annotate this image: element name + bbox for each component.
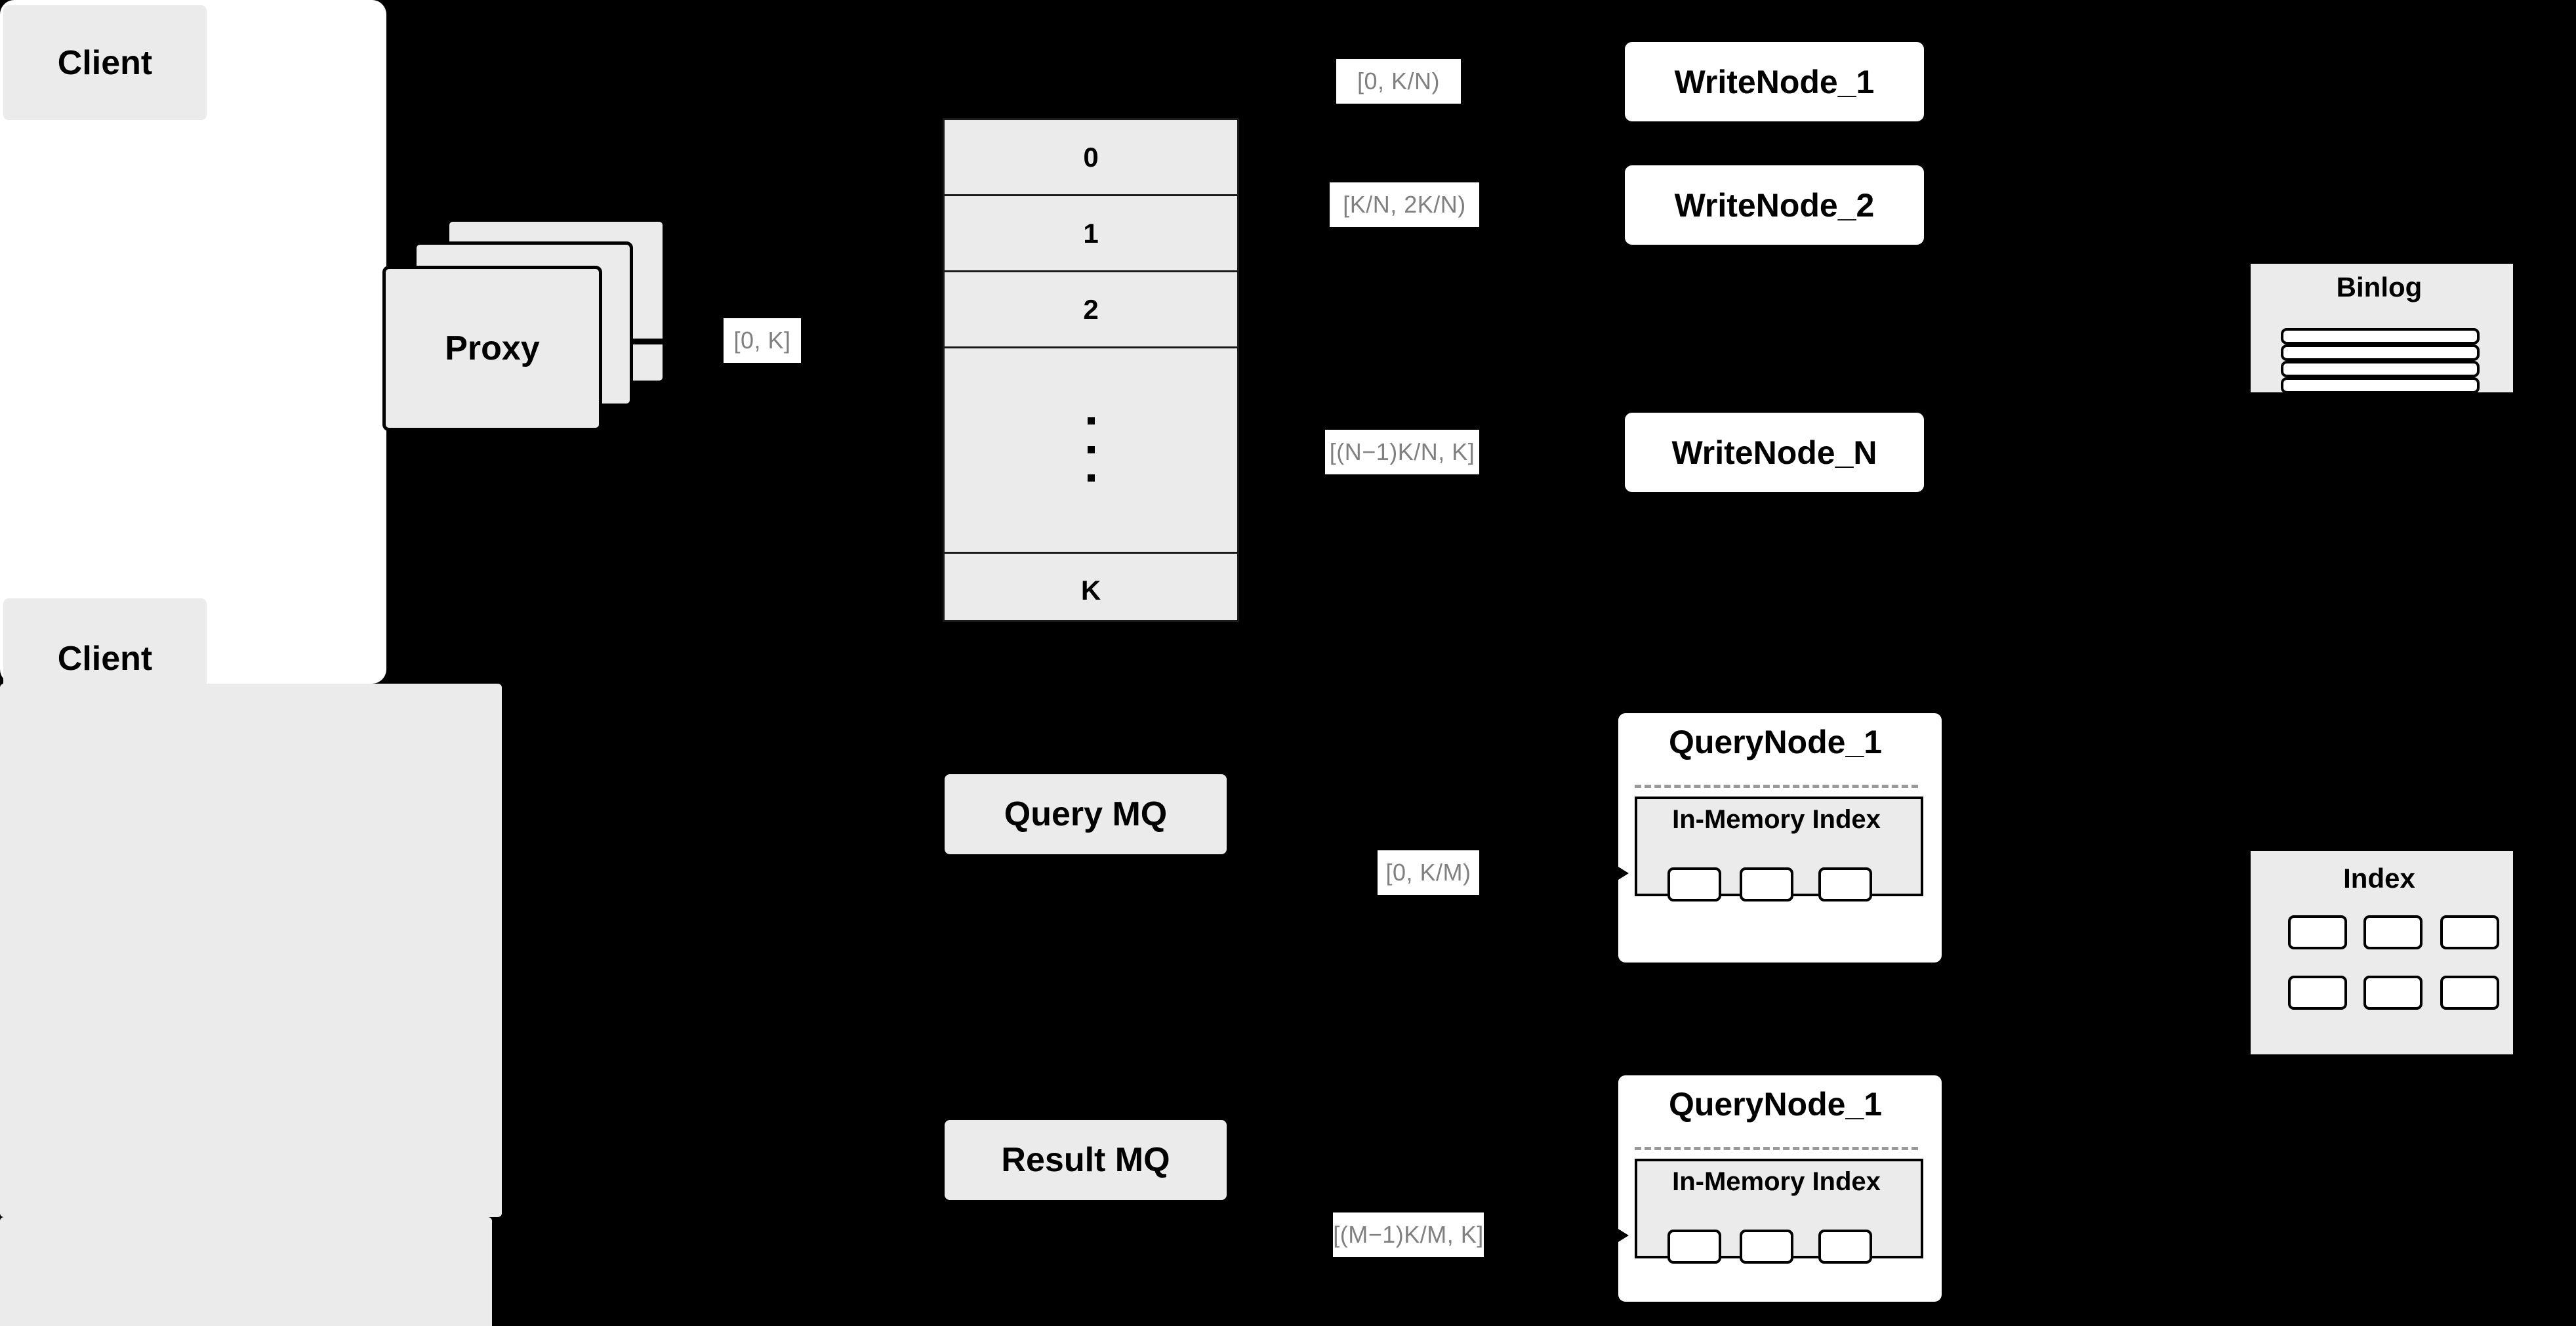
- query-node-cluster-panel: [0, 1217, 492, 1326]
- proxy-range-label: [0, K]: [724, 318, 801, 363]
- store-index-entry: [2440, 976, 2499, 1010]
- index-segment: [1667, 867, 1721, 901]
- query-node-1-range-label: [0, K/M): [1378, 850, 1479, 895]
- write-node-1-arrow-head: [1591, 65, 1619, 99]
- proxy-label: Proxy: [445, 329, 540, 367]
- write-node-1-range-label: [0, K/N): [1336, 59, 1461, 104]
- query-node-m-title: QueryNode_1: [1668, 1086, 1883, 1123]
- write-node-n-range-label: [(N−1)K/N, K]: [1325, 430, 1479, 474]
- query-node-m-arrow-line: [1532, 1232, 1604, 1238]
- wal-title: WAL: [1052, 42, 1129, 80]
- wal-row-ellipsis: [945, 348, 1237, 554]
- store-index-panel: [2248, 848, 2516, 1057]
- proxy-card-front[interactable]: Proxy: [382, 266, 602, 431]
- client-label: Client: [57, 639, 153, 678]
- write-node-n-arrow-head: [1591, 436, 1619, 470]
- vertical-ellipsis-icon: [1088, 417, 1095, 482]
- wal-row: 2: [945, 272, 1237, 348]
- index-segment: [1740, 867, 1793, 901]
- index-segment: [1818, 1230, 1872, 1264]
- write-node-cluster-panel: [0, 684, 502, 1217]
- write-node-1[interactable]: WriteNode_1: [1620, 37, 1929, 126]
- binlog-entry: [2281, 344, 2480, 361]
- proxy-wal-connector: [630, 339, 669, 344]
- query-cluster-ellipsis-icon: [1771, 983, 1778, 1062]
- write-cluster-ellipsis-icon: [1771, 278, 1778, 357]
- write-node-2[interactable]: WriteNode_2: [1620, 161, 1929, 249]
- binlog-arrow-line: [2191, 388, 2230, 392]
- write-node-2-arrow-line: [1522, 202, 1594, 208]
- index-segment: [1818, 867, 1872, 901]
- query-mq-box[interactable]: Query MQ: [945, 774, 1227, 854]
- write-node-n-arrow-line: [1522, 449, 1594, 455]
- store-index-arrow-line: [2191, 943, 2230, 947]
- wal-table: 0 1 2 K: [943, 118, 1239, 622]
- query-node-1-arrow-head: [1601, 856, 1629, 890]
- query-node-m-arrow-head: [1601, 1218, 1629, 1253]
- write-node-2-arrow-head: [1591, 188, 1619, 222]
- store-index-title: Index: [2343, 863, 2415, 894]
- binlog-title: Binlog: [2336, 272, 2423, 302]
- wal-row: 0: [945, 120, 1237, 196]
- store-index-entry: [2288, 915, 2347, 949]
- write-node-label: WriteNode_1: [1674, 63, 1875, 100]
- wal-row: K: [1080, 574, 1101, 606]
- query-node-m-range-label: [(M−1)K/M, K]: [1333, 1212, 1484, 1257]
- client-box-1[interactable]: Client: [3, 5, 207, 120]
- binlog-entry: [2281, 361, 2480, 377]
- query-node-1-inmemory-index-title: In-Memory Index: [1672, 804, 1881, 834]
- client-box-2[interactable]: Client: [3, 598, 207, 718]
- write-node-label: WriteNode_N: [1671, 434, 1877, 471]
- binlog-entry: [2281, 377, 2480, 394]
- client-label: Client: [57, 43, 153, 82]
- write-node-label: WriteNode_2: [1674, 186, 1875, 224]
- store-index-entry: [2363, 915, 2423, 949]
- write-node-1-arrow-line: [1522, 79, 1594, 85]
- index-segment: [1740, 1230, 1793, 1264]
- result-mq-label: Result MQ: [1001, 1141, 1170, 1179]
- write-node-2-range-label: [K/N, 2K/N): [1330, 182, 1479, 227]
- query-node-m-divider: [1635, 1147, 1918, 1150]
- result-mq-box[interactable]: Result MQ: [945, 1120, 1227, 1200]
- query-node-1-divider: [1635, 785, 1918, 788]
- store-engine-title: Store Engine: [2270, 170, 2489, 209]
- query-mq-label: Query MQ: [1004, 795, 1168, 833]
- query-node-1-arrow-line: [1532, 870, 1604, 876]
- index-segment: [1667, 1230, 1721, 1264]
- store-index-entry: [2363, 976, 2423, 1010]
- store-index-entry: [2288, 976, 2347, 1010]
- store-index-entry: [2440, 915, 2499, 949]
- query-node-m-inmemory-index-title: In-Memory Index: [1672, 1167, 1881, 1196]
- wal-row: 1: [945, 196, 1237, 272]
- write-node-n[interactable]: WriteNode_N: [1620, 408, 1929, 497]
- binlog-entry: [2281, 328, 2480, 344]
- query-node-1-title: QueryNode_1: [1668, 724, 1883, 760]
